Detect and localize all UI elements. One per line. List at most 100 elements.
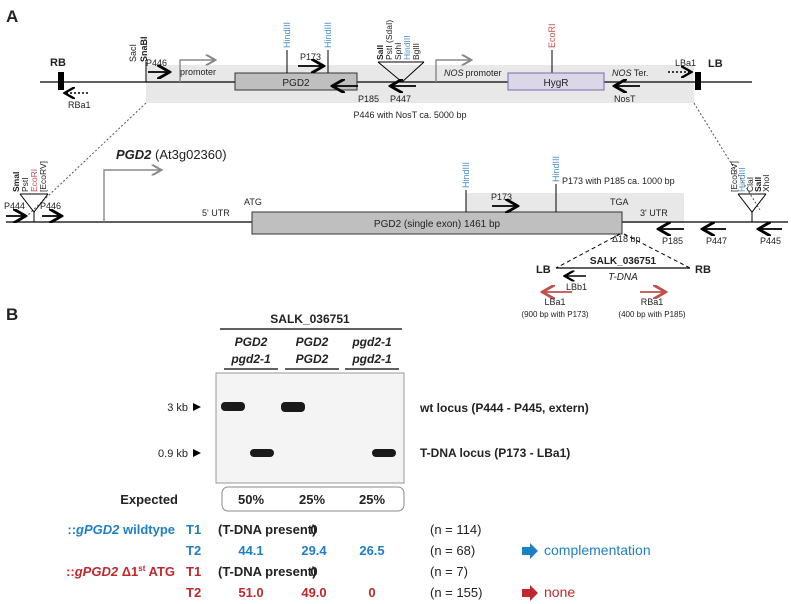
construct-name: ::gPGD2 Δ1st ATG [66,564,175,579]
exon-box [251,211,623,235]
lba1-label: LBa1 [675,58,696,68]
gene-rba1-label: RBa1 [641,297,664,307]
gene-lba1-label: LBa1 [544,297,565,307]
site-group-label: HindIII [402,35,412,60]
tdna-locus-label: T-DNA locus (P173 - LBa1) [420,446,570,460]
lane-header-top: pgd2-1 [351,335,392,349]
marker-09kb: 0.9 kb [158,448,188,460]
gene-p173-label: P173 [491,192,512,202]
lbb1-label: LBb1 [566,282,587,292]
gene-p445-label: P445 [760,236,781,246]
ratio-value: 26.5 [359,543,384,558]
marker-3kb: 3 kb [167,402,188,414]
generation-label: T2 [186,585,201,600]
zoom-line-right [693,102,761,211]
right-site-label: SalI [753,177,763,192]
sample-size: (n = 155) [430,585,482,600]
tdna-dash-left [555,233,621,269]
sample-size: (n = 114) [430,522,481,537]
tdna-label: T-DNA [608,272,638,283]
nos-italic: NOS [444,68,464,78]
ratio-value: 29.4 [301,543,327,558]
tdna-present: (T-DNA present) [218,522,316,537]
delta-label: Δ18 bp [612,234,641,244]
hindiii-label-2: HindIII [323,22,333,48]
lane-header-bottom: PGD2 [296,352,329,366]
rba1-label: RBa1 [68,100,91,110]
lane-header-top: PGD2 [296,335,329,349]
generation-label: T1 [186,522,201,537]
expected-value: 25% [299,492,325,507]
site-group-label: PstI (SdaI) [384,20,394,60]
left-site-label: PstI [20,177,30,192]
tdna-present: (T-DNA present) [218,564,316,579]
lane-header-bottom: pgd2-1 [230,352,271,366]
p447-label: P447 [390,94,411,104]
ecori-label: EcoRI [547,23,557,48]
result-label: none [544,584,575,600]
result-arrow [522,585,538,601]
p173-caption: P173 with P185 ca. 1000 bp [562,176,675,186]
left-site-label: EcoRI [29,169,39,192]
left-site-label: SmaI [11,172,21,192]
rb-border [58,72,64,90]
gene-p444-label: P444 [4,201,25,211]
p185-label: P185 [358,94,379,104]
site-group-label: BglII [411,43,421,60]
right-site-triangle [737,193,767,213]
utr3-label: 3' UTR [640,208,668,218]
promoter-arrow [179,60,214,82]
marker-09kb-arrow [193,449,201,457]
gene-hindiii-label-2: HindIII [551,156,561,182]
salk-label: SALK_036751 [590,256,657,267]
sample-size: (n = 68) [430,543,475,558]
rb-label: RB [50,57,66,69]
pgd2-box-label: PGD2 [282,78,310,89]
hygr-box [507,72,605,91]
band-lane1-wt [221,402,245,411]
atg-label: ATG [244,197,262,207]
expected-box [221,486,405,512]
expected-values: 50% 25% 25% [238,492,385,507]
p173-label: P173 [300,52,321,62]
hygr-box-label: HygR [543,78,568,89]
gene-p446-label: P446 [40,201,61,211]
expected-value: 50% [238,492,264,507]
expected-value: 25% [359,492,385,507]
saci-label: SacI [128,44,138,62]
pgd2-box [234,72,358,91]
gene-title: PGD2 (At3g02360) [116,147,227,162]
band-lane1-tdna [250,449,274,457]
lba1-note: (900 bp with P173) [521,310,588,319]
gel-salk-label: SALK_036751 [270,312,350,326]
gene-p447-label: P447 [706,236,727,246]
right-site-label: XhoI [761,175,771,193]
left-site-label: [EcoRV] [38,161,48,192]
nos-ter-label: NOS Ter. [612,68,648,78]
ratio-value: 44.1 [238,543,263,558]
result-arrow [522,543,538,559]
tga-label: TGA [610,197,629,207]
sample-size: (n = 7) [430,564,468,579]
promoter-label: promoter [180,67,216,77]
right-site-label: HindIII [737,167,747,192]
ratio-value: 49.0 [301,585,326,600]
utr5-label: 5' UTR [202,208,230,218]
exon-box-label: PGD2 (single exon) 1461 bp [374,219,501,230]
nos-promoter-arrow [435,60,470,82]
tdna-dash-right [623,233,691,269]
site-group-label: SalI [375,45,385,60]
generation-label: T2 [186,543,201,558]
hindiii-label-1: HindIII [282,22,292,48]
right-site-label: ClaI [745,177,755,192]
lane-header-top: PGD2 [235,335,268,349]
construct-name: ::gPGD2 wildtype [67,522,175,537]
ratio-value: 0 [368,585,375,600]
top-caption: P446 with NosT ca. 5000 bp [354,110,467,120]
gene-promoter-arrow [103,170,160,222]
right-site-label: [EcoRV] [729,161,739,192]
lb-label: LB [708,58,723,70]
